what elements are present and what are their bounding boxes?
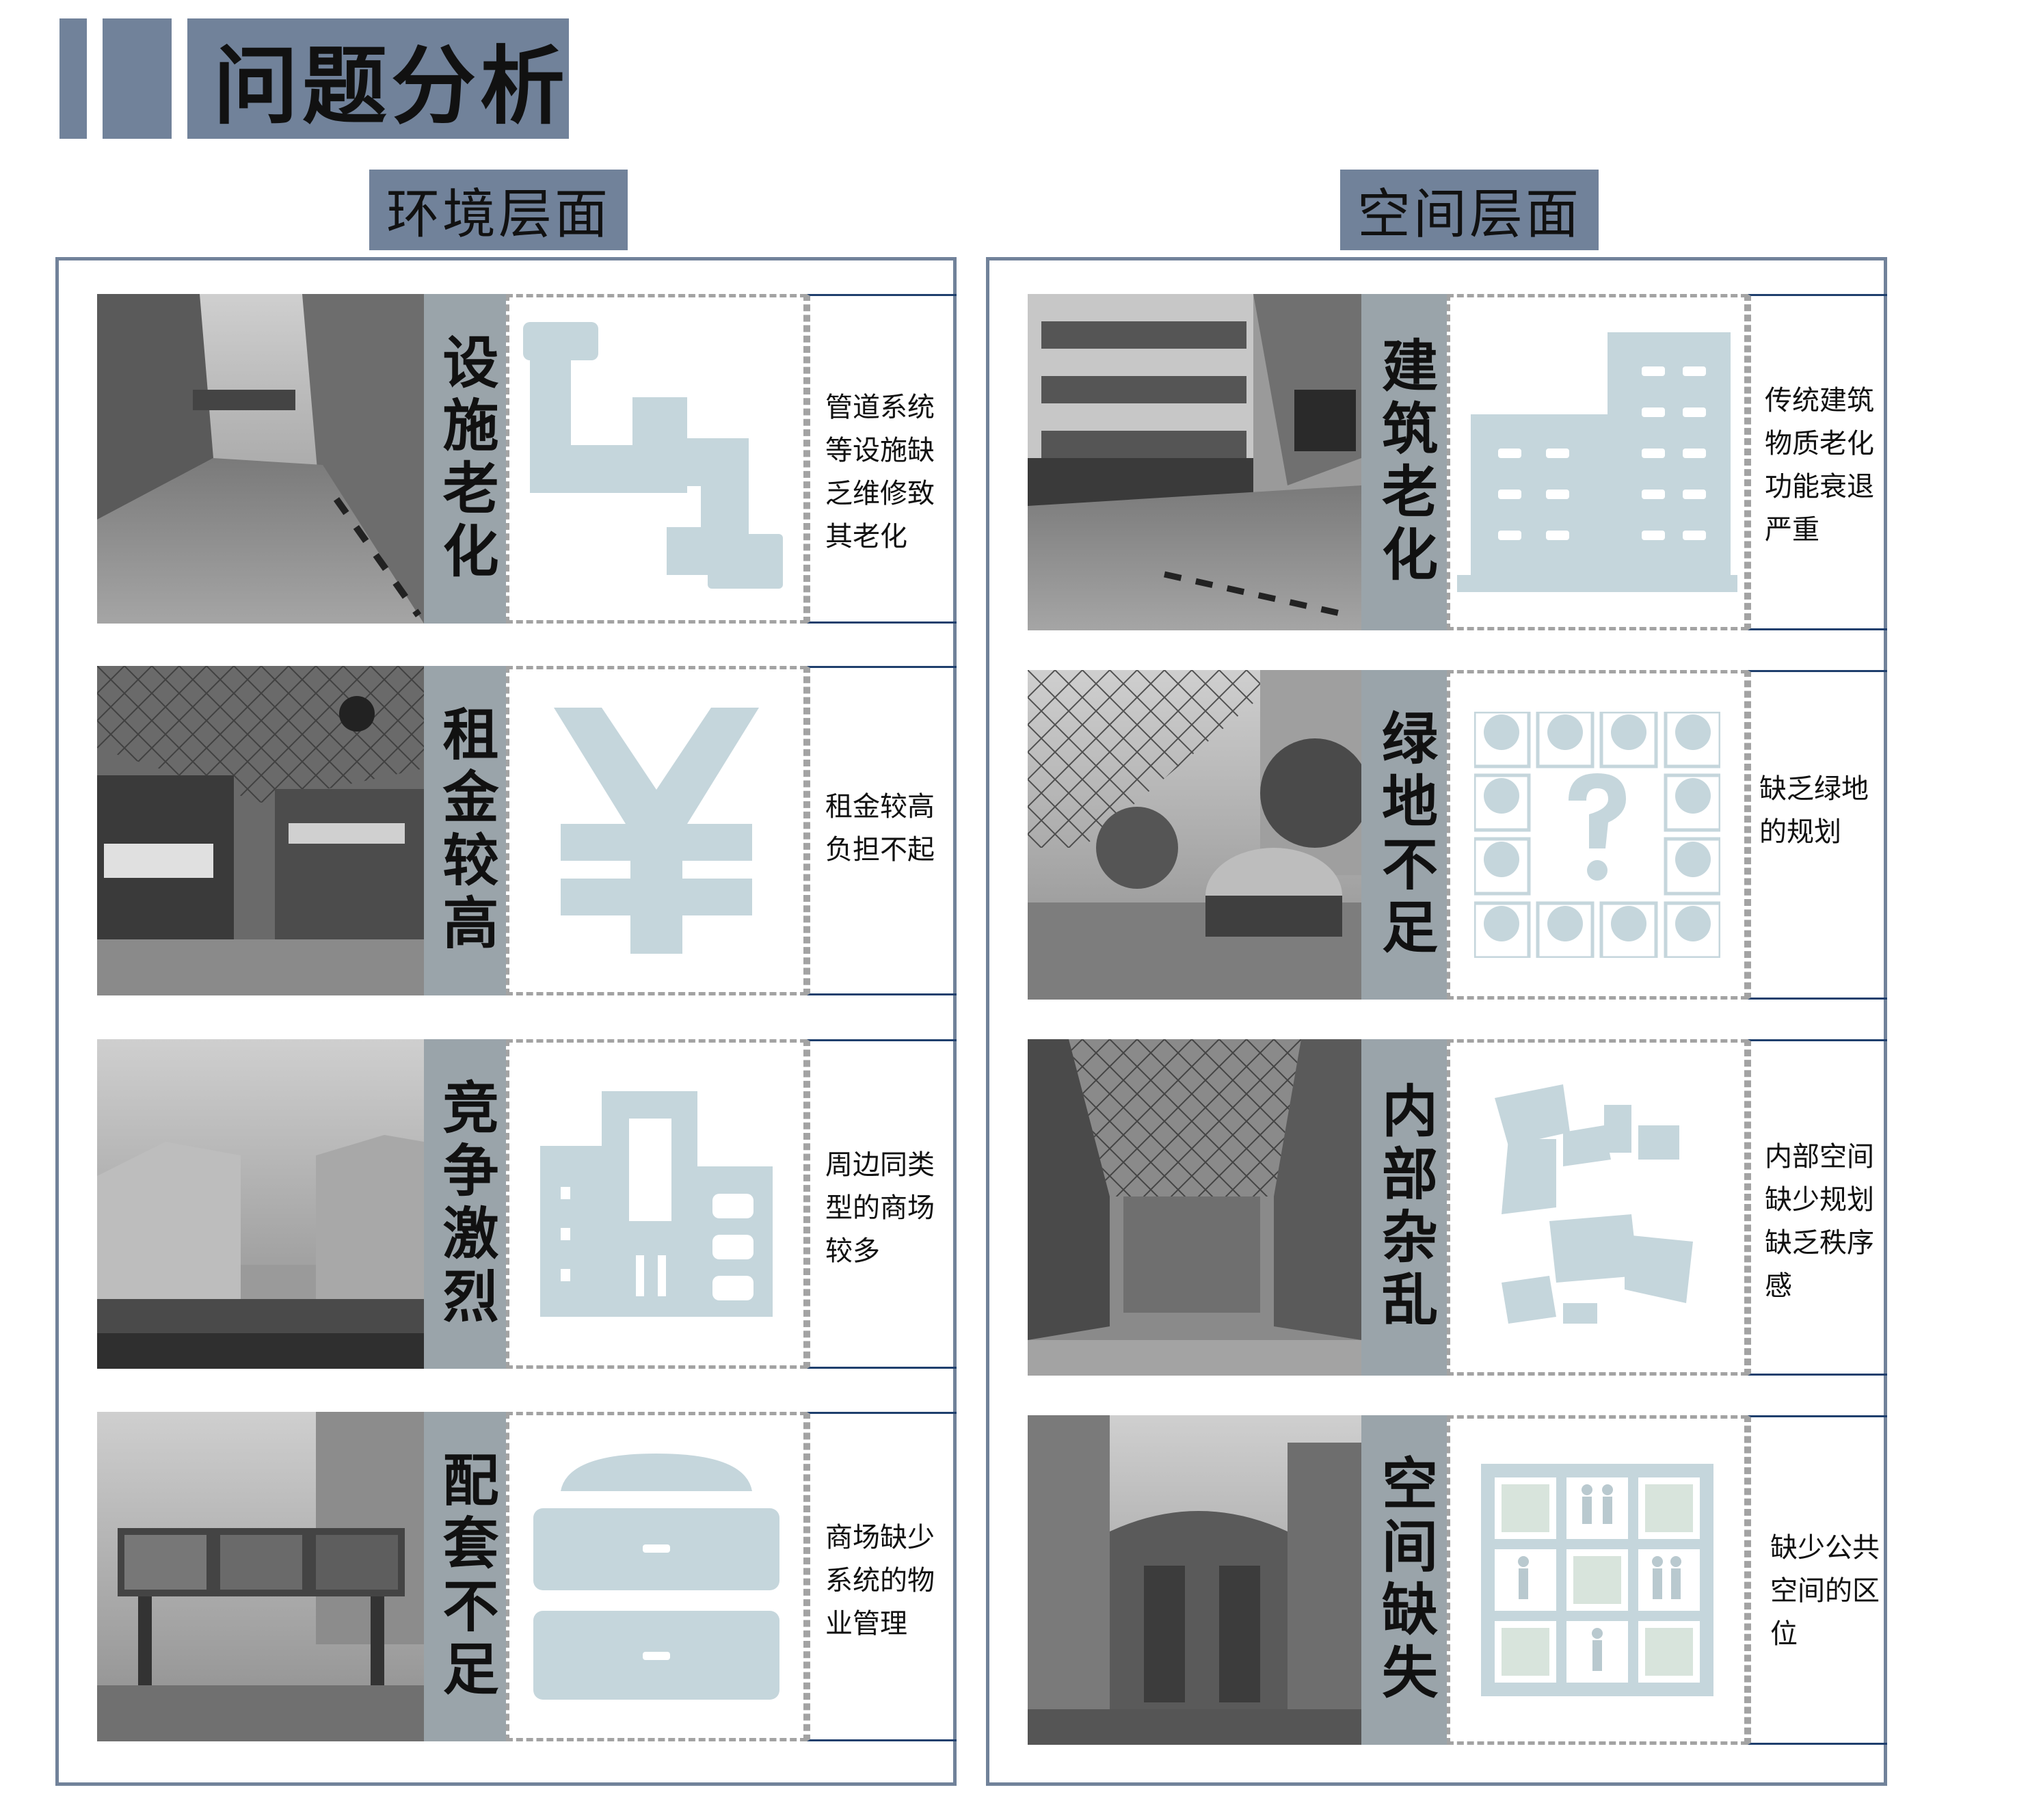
desc-cell-internal-clutter: 内部空间缺少规划缺乏秩序感 bbox=[1748, 1039, 1887, 1376]
photo-space-shortage bbox=[1028, 1415, 1361, 1745]
item-label: 租金较高 bbox=[433, 705, 498, 956]
yen-icon bbox=[554, 708, 759, 954]
icon-cell-high-rent bbox=[506, 666, 807, 995]
label-cell-facility-aging: 设施老化 bbox=[424, 294, 506, 624]
space-panel bbox=[986, 257, 1887, 1786]
item-description: 内部空间缺少规划缺乏秩序感 bbox=[1765, 1141, 1874, 1302]
item-description: 商场缺少系统的物业管理 bbox=[825, 1522, 935, 1640]
section-heading-environment: 环境层面 bbox=[369, 170, 628, 250]
label-cell-fierce-competition: 竞争激烈 bbox=[424, 1039, 506, 1369]
item-label: 内部杂乱 bbox=[1372, 1082, 1437, 1333]
photo-high-rent bbox=[97, 666, 424, 995]
page-title: 问题分析 bbox=[187, 18, 569, 139]
photo-building-aging bbox=[1028, 294, 1361, 630]
icon-cell-internal-clutter bbox=[1447, 1039, 1748, 1376]
item-description: 租金较高负担不起 bbox=[825, 791, 935, 866]
item-label: 配套不足 bbox=[433, 1451, 498, 1702]
icon-cell-building-aging bbox=[1447, 294, 1748, 630]
title-accent-block bbox=[103, 18, 172, 139]
trees-question-icon bbox=[1474, 712, 1720, 958]
desc-cell-lack-of-greenery: 缺乏绿地的规划 bbox=[1748, 670, 1887, 1000]
section-heading-space: 空间层面 bbox=[1340, 170, 1599, 250]
item-label: 空间缺失 bbox=[1372, 1454, 1437, 1706]
icon-cell-inadequate-facilities bbox=[506, 1412, 807, 1741]
item-description: 缺乏绿地的规划 bbox=[1759, 773, 1869, 848]
desc-cell-inadequate-facilities: 商场缺少系统的物业管理 bbox=[807, 1412, 957, 1741]
title-accent-bar bbox=[59, 18, 87, 139]
item-description: 传统建筑物质老化功能衰退严重 bbox=[1765, 385, 1874, 546]
pipe-icon bbox=[523, 322, 783, 589]
item-description: 管道系统等设施缺乏维修致其老化 bbox=[825, 392, 935, 552]
scattered-blocks-icon bbox=[1495, 1084, 1693, 1324]
space-grid-icon bbox=[1481, 1464, 1713, 1696]
desc-cell-building-aging: 传统建筑物质老化功能衰退严重 bbox=[1748, 294, 1887, 630]
desc-cell-fierce-competition: 周边同类型的商场较多 bbox=[807, 1039, 957, 1369]
buildings-icon bbox=[540, 1091, 773, 1317]
icon-cell-facility-aging bbox=[506, 294, 807, 624]
desc-cell-space-shortage: 缺少公共空间的区位 bbox=[1748, 1415, 1887, 1745]
photo-internal-clutter bbox=[1028, 1039, 1361, 1376]
label-cell-internal-clutter: 内部杂乱 bbox=[1361, 1039, 1447, 1376]
photo-facility-aging bbox=[97, 294, 424, 624]
photo-lack-of-greenery bbox=[1028, 670, 1361, 1000]
label-cell-building-aging: 建筑老化 bbox=[1361, 294, 1447, 630]
item-label: 绿地不足 bbox=[1372, 709, 1437, 961]
item-label: 建筑老化 bbox=[1372, 336, 1437, 588]
icon-cell-space-shortage bbox=[1447, 1415, 1748, 1745]
desc-cell-facility-aging: 管道系统等设施缺乏维修致其老化 bbox=[807, 294, 957, 624]
environment-panel bbox=[55, 257, 957, 1786]
item-label: 竞争激烈 bbox=[433, 1078, 498, 1330]
label-cell-space-shortage: 空间缺失 bbox=[1361, 1415, 1447, 1745]
item-label: 设施老化 bbox=[433, 333, 498, 585]
old-building-icon bbox=[1457, 332, 1737, 592]
desc-cell-high-rent: 租金较高负担不起 bbox=[807, 666, 957, 995]
label-cell-high-rent: 租金较高 bbox=[424, 666, 506, 995]
item-description: 缺少公共空间的区位 bbox=[1770, 1532, 1880, 1650]
photo-fierce-competition bbox=[97, 1039, 424, 1369]
icon-cell-lack-of-greenery bbox=[1447, 670, 1748, 1000]
item-description: 周边同类型的商场较多 bbox=[825, 1149, 935, 1267]
icon-cell-fierce-competition bbox=[506, 1039, 807, 1369]
drawer-icon bbox=[533, 1454, 779, 1700]
label-cell-inadequate-facilities: 配套不足 bbox=[424, 1412, 506, 1741]
photo-inadequate-facilities bbox=[97, 1412, 424, 1741]
label-cell-lack-of-greenery: 绿地不足 bbox=[1361, 670, 1447, 1000]
